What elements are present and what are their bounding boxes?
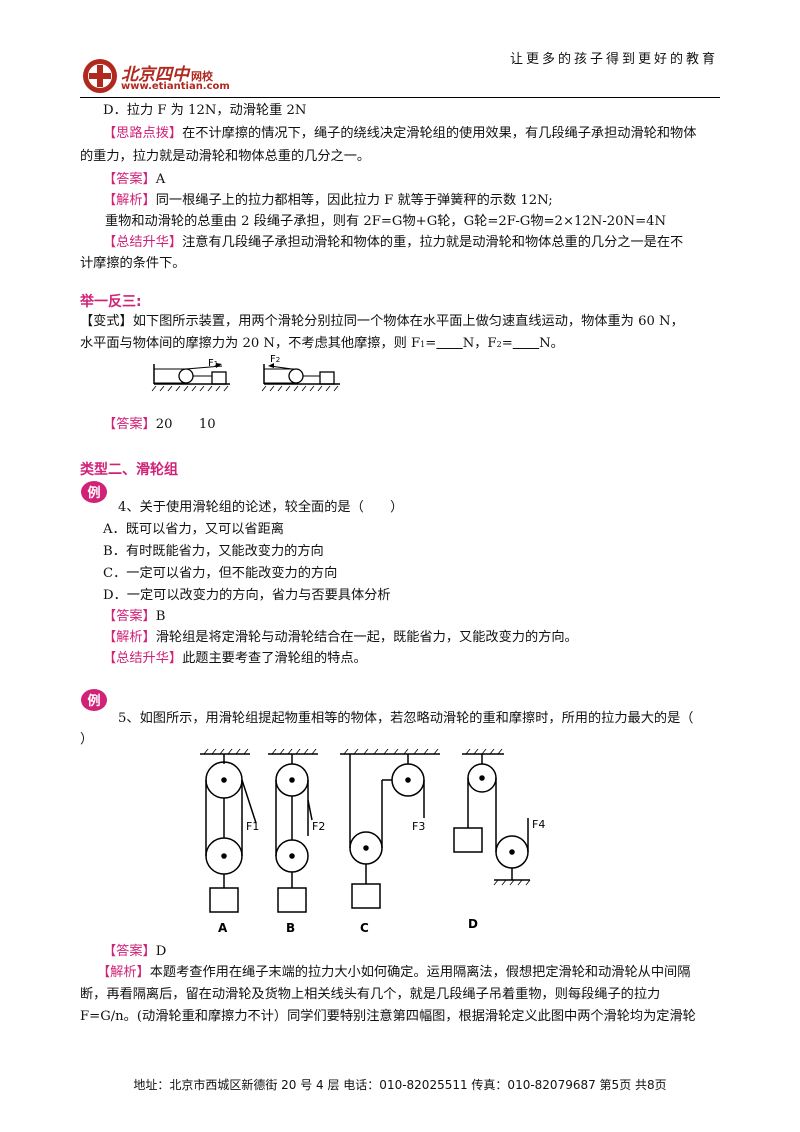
- pulley-label-d: D: [468, 917, 478, 931]
- school-logo-icon: [83, 59, 117, 93]
- pulley-b: B F2: [268, 748, 325, 935]
- variant-figure: F1 F2: [151, 354, 340, 392]
- section-juyi-heading: 举一反三:: [80, 294, 142, 310]
- q4-summary: 【总结升华】此题主要考查了滑轮组的特点。: [103, 651, 367, 666]
- pulley-a: A F1: [200, 748, 259, 935]
- example-badge-icon: 例: [81, 689, 107, 711]
- hint-line: 【思路点拨】在不计摩擦的情况下，绳子的绕线决定滑轮组的使用效果，有几段绳子承担动…: [103, 126, 697, 141]
- section-type2-heading: 类型二、滑轮组: [80, 462, 178, 478]
- pulley-label-a: A: [218, 921, 228, 935]
- fig-f2-label: F2: [270, 354, 280, 365]
- q4-option-d: D．一定可以改变力的方向，省力与否要具体分析: [103, 588, 391, 603]
- fig-f1-label: F1: [208, 358, 218, 369]
- q4-explanation: 【解析】滑轮组是将定滑轮与动滑轮结合在一起，既能省力，又能改变力的方向。: [103, 630, 578, 645]
- logo-text: 北京四中网校: [121, 65, 213, 85]
- explanation-line-2: 重物和动滑轮的总重由 2 段绳子承担，则有 2F=G物+G轮，G轮=2F-G物=…: [105, 214, 667, 229]
- explanation-line: 【解析】同一根绳子上的拉力都相等，因此拉力 F 就等于弹簧秤的示数 12N;: [103, 193, 553, 208]
- q4-option-c: C．一定可以省力，但不能改变力的方向: [103, 566, 338, 581]
- variant-line: 【变式】如下图所示装置，用两个滑轮分别拉同一个物体在水平面上做匀速直线运动，物体…: [80, 314, 684, 329]
- option-d-line: D．拉力 F 为 12N，动滑轮重 2N: [103, 103, 307, 118]
- force-label-f4: F4: [532, 818, 545, 831]
- force-label-f3: F3: [412, 820, 425, 833]
- pulley-c: C F3: [340, 748, 440, 935]
- q4-answer: 【答案】B: [103, 609, 166, 624]
- pulley-figure: A F1 B F2 C F3: [200, 748, 545, 935]
- example-badge-icon: 例: [81, 481, 107, 503]
- svg-text:例: 例: [87, 693, 100, 709]
- page-footer: 地址：北京市西城区新德街 20 号 4 层 电话：010-82025511 传真…: [133, 1078, 667, 1092]
- header-slogan: 让更多的孩子得到更好的教育: [509, 52, 718, 67]
- q5-explanation: 【解析】本题考查作用在绳子末端的拉力大小如何确定。运用隔离法，假想把定滑轮和动滑…: [97, 965, 691, 980]
- q5-stem: 5、如图所示，用滑轮组提起物重相等的物体，若忽略动滑轮的重和摩擦时，所用的拉力最…: [118, 711, 694, 726]
- q5-answer: 【答案】D: [103, 944, 167, 959]
- summary-line: 【总结升华】注意有几段绳子承担动滑轮和物体的重，拉力就是动滑轮和物体总重的几分之…: [103, 235, 684, 250]
- header-rule: [80, 97, 720, 98]
- q4-option-a: A．既可以省力，又可以省距离: [103, 522, 284, 537]
- logo-url: www.etiantian.com: [121, 81, 230, 92]
- pulley-label-c: C: [360, 921, 369, 935]
- q4-option-b: B．有时既能省力，又能改变力的方向: [103, 544, 324, 559]
- hint-line-2: 的重力，拉力就是动滑轮和物体总重的几分之一。: [80, 149, 371, 164]
- q5-explanation-2: 断，再看隔离后，留在动滑轮及货物上相关线头有几个，就是几段绳子吊着重物，则每段绳…: [80, 987, 661, 1002]
- answer-line: 【答案】A: [103, 172, 166, 187]
- svg-text:例: 例: [87, 485, 100, 501]
- q5-explanation-3: F=G/n。(动滑轮重和摩擦力不计）同学们要特别注意第四幅图，根据滑轮定义此图中…: [80, 1009, 696, 1024]
- pulley-d: D F4: [453, 748, 545, 931]
- q5-stem-2: ）: [80, 732, 94, 747]
- q4-stem: 4、关于使用滑轮组的论述，较全面的是（ ）: [118, 500, 404, 515]
- force-label-f1: F1: [246, 820, 259, 833]
- summary-line-2: 计摩擦的条件下。: [80, 256, 186, 271]
- pulley-label-b: B: [286, 921, 295, 935]
- force-label-f2: F2: [312, 820, 325, 833]
- variant-answer: 【答案】20 10: [103, 417, 216, 432]
- variant-line-2: 水平面与物体间的摩擦力为 20 N，不考虑其他摩擦，则 F1= N，F2= N。: [80, 336, 564, 351]
